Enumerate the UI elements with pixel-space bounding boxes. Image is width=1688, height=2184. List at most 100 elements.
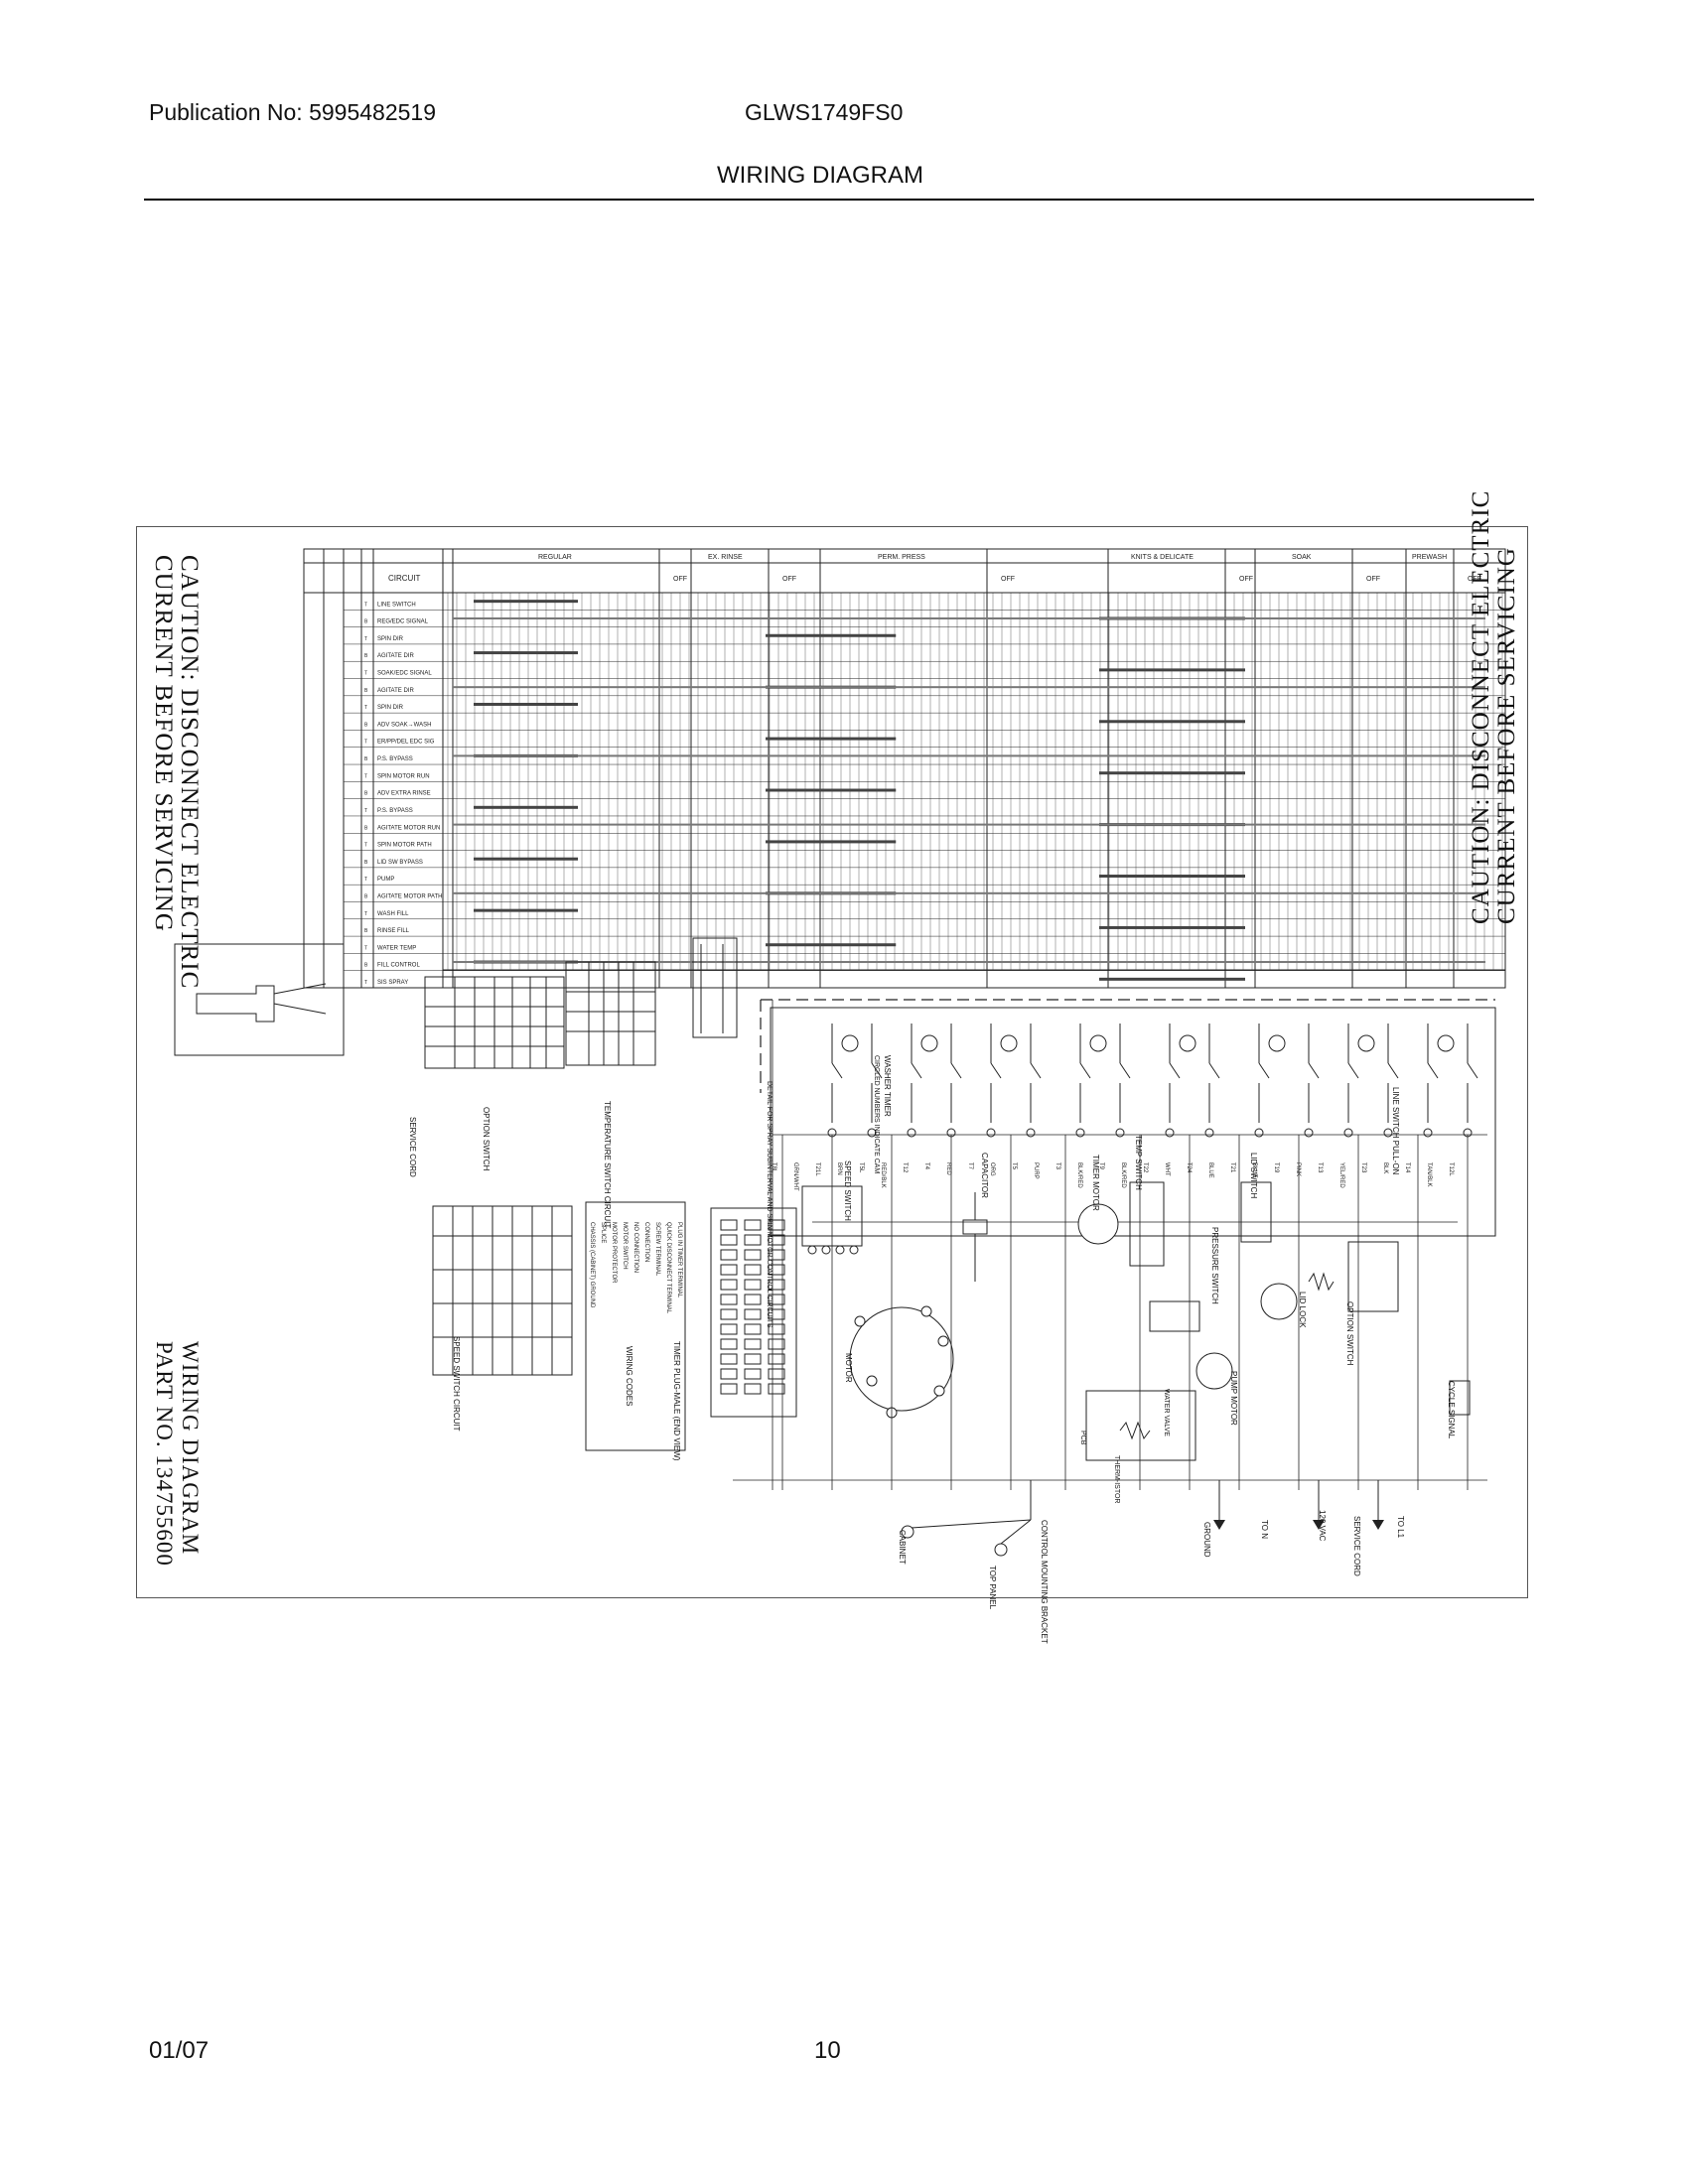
timer-plug-pin xyxy=(720,1264,738,1276)
n-arrow xyxy=(1313,1520,1325,1530)
ground-strap xyxy=(911,1519,1032,1529)
ground-label: GROUND xyxy=(1202,1522,1211,1558)
cabinet-ground xyxy=(901,1525,914,1539)
temperature-switch-table xyxy=(565,961,656,1066)
caution-left-line2: CURRENT BEFORE SERVICING xyxy=(150,555,177,932)
timer-circuit-name: ADV SOAK→WASH xyxy=(377,722,431,728)
timer-terminal xyxy=(1254,1128,1264,1138)
pcb-label: PCB xyxy=(1079,1431,1086,1445)
wiring-codes-title: WIRING CODES xyxy=(625,1346,633,1407)
timer-circuit-name: PUMP xyxy=(377,877,394,883)
timer-circuit-header: CIRCUIT xyxy=(388,574,421,583)
timer-circuit-name: WATER TEMP xyxy=(377,945,416,951)
washer-timer-region xyxy=(770,1007,1496,1237)
timer-plug-pin xyxy=(720,1368,738,1380)
motor-terminal xyxy=(866,1375,878,1387)
timer-terminal xyxy=(1165,1128,1175,1138)
timer-plug-pin xyxy=(720,1353,738,1365)
timer-circuit-name: LINE SWITCH xyxy=(377,602,416,608)
wire-label: PURP xyxy=(1033,1162,1039,1179)
timer-contact-side: B xyxy=(364,756,368,762)
contact-closure-bar xyxy=(1099,720,1245,724)
contact-closure-bar xyxy=(474,651,578,655)
timer-circuit-name: FILL CONTROL xyxy=(377,963,420,969)
page-number: 10 xyxy=(814,2037,841,2064)
wire-label: T9 xyxy=(1098,1162,1104,1170)
speed-switch-terminal xyxy=(849,1245,859,1255)
contact-closure-bar xyxy=(766,943,897,947)
timer-contact-side: B xyxy=(364,825,368,831)
timer-plug-pin xyxy=(744,1353,762,1365)
timer-plug-outline xyxy=(710,1207,797,1418)
option-switch-label: OPTION SWITCH xyxy=(1345,1301,1354,1366)
timer-circuit-name: P.S. BYPASS xyxy=(377,808,413,814)
motor-terminal xyxy=(933,1385,945,1397)
cam-switch-blade xyxy=(1208,1062,1220,1079)
timer-contact-side: T xyxy=(364,636,367,642)
cam-switch-blade xyxy=(1079,1062,1091,1079)
timer-circuit-name: AGITATE DIR xyxy=(377,653,414,659)
timer-plug-pin xyxy=(768,1353,785,1365)
cycle-signal-body xyxy=(1449,1380,1471,1416)
cam-switch-blade xyxy=(1467,1062,1478,1079)
timer-plug-pin xyxy=(768,1368,785,1380)
cam-switch-blade xyxy=(1308,1062,1320,1079)
publication-number: Publication No: 5995482519 xyxy=(149,99,437,125)
wire-label: BRN xyxy=(836,1162,842,1175)
timer-contact-side: T xyxy=(364,877,367,883)
timer-plug-title: TIMER PLUG-MALE (END VIEW) xyxy=(672,1341,681,1461)
wire-label: T13 xyxy=(1317,1162,1323,1173)
lid-lock-coil xyxy=(1308,1272,1335,1292)
wire-label: T22 xyxy=(1142,1162,1148,1173)
timer-plug-pin xyxy=(720,1308,738,1320)
cam-number-circle xyxy=(1089,1034,1107,1052)
timer-contact-side: B xyxy=(364,893,368,899)
wire-label: T21L xyxy=(814,1162,820,1176)
timer-contact-side: B xyxy=(364,860,368,866)
timer-plug-pin xyxy=(768,1264,785,1276)
wiring-codes-box xyxy=(585,1201,686,1451)
lid-lock-label: LID LOCK xyxy=(1298,1292,1307,1328)
cam-switch-blade xyxy=(831,1062,843,1079)
to-l1-label: TO L1 xyxy=(1396,1516,1405,1539)
wire-label: T12 xyxy=(902,1162,908,1173)
timer-motor-label: TIMER MOTOR xyxy=(1091,1155,1100,1211)
cam-switch-blade xyxy=(1258,1062,1270,1079)
timer-contact-side: T xyxy=(364,980,367,986)
timer-contact-side: T xyxy=(364,740,367,746)
wiring-code-item: QUICK DISCONNECT TERMINAL xyxy=(665,1222,671,1314)
wire-label: T7 xyxy=(967,1162,973,1170)
speed-switch-terminal xyxy=(807,1245,817,1255)
timer-plug-pin xyxy=(720,1323,738,1335)
timer-circuit-name: AGITATE DIR xyxy=(377,688,414,694)
off-label: OFF xyxy=(1001,576,1015,583)
timer-circuit-name: SPIN DIR xyxy=(377,636,404,642)
contact-closure-bar xyxy=(474,702,578,706)
option-switch-body xyxy=(1347,1241,1399,1312)
lid-switch-body xyxy=(1240,1181,1272,1243)
wire-label: T14 xyxy=(1404,1162,1410,1173)
cam-number-circle xyxy=(1437,1034,1455,1052)
timer-plug-pin xyxy=(720,1234,738,1246)
timer-plug-pin xyxy=(744,1323,762,1335)
timer-plug-pin xyxy=(720,1249,738,1261)
timer-circuit-name: AGITATE MOTOR PATH xyxy=(377,893,442,899)
timer-contact-side: T xyxy=(364,808,367,814)
timer-plug-pin xyxy=(744,1234,762,1246)
caution-right-line1: CAUTION: DISCONNECT ELECTRIC xyxy=(1468,489,1494,924)
timer-contact-side: T xyxy=(364,671,367,677)
contact-closure-bar xyxy=(766,840,897,844)
timer-circuit-name: SPIN DIR xyxy=(377,705,404,711)
ground-arrow xyxy=(1213,1520,1225,1530)
timer-plug-pin xyxy=(768,1383,785,1395)
water-valve-body xyxy=(1149,1300,1200,1332)
contact-closure-bar xyxy=(1099,668,1245,672)
cycle-name: SOAK xyxy=(1292,554,1312,561)
off-label: OFF xyxy=(673,576,687,583)
timer-chart-border xyxy=(303,548,1506,989)
timer-contact-side: T xyxy=(364,843,367,849)
cam-switch-blade xyxy=(1427,1062,1439,1079)
caution-right-line2: CURRENT BEFORE SERVICING xyxy=(1493,547,1520,924)
speed-switch-terminal xyxy=(821,1245,831,1255)
timer-terminal xyxy=(1343,1128,1353,1138)
